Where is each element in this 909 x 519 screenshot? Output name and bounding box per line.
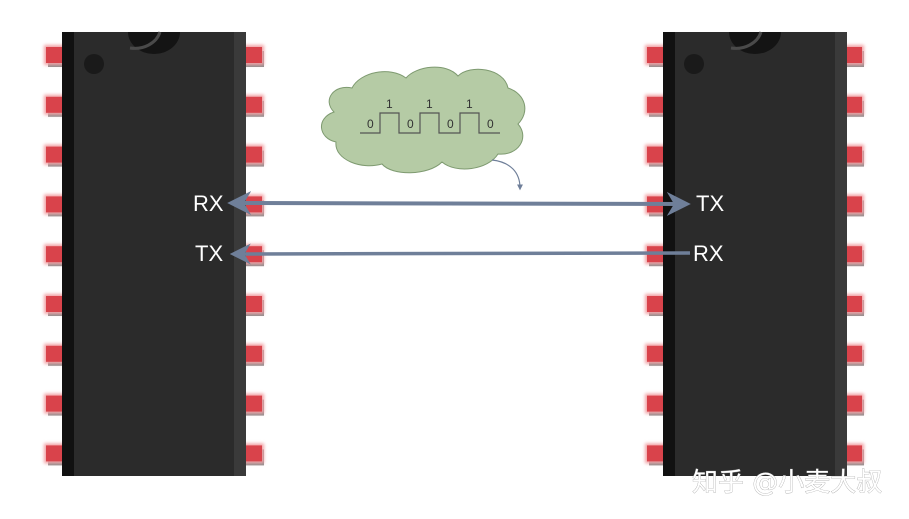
left-tx-label: TX — [195, 241, 223, 266]
bit-label-2: 1 — [386, 97, 393, 111]
left-chip-body — [74, 32, 234, 476]
bit-label-3: 0 — [407, 117, 414, 131]
right-chip: TX RX — [645, 31, 864, 476]
wire-right-rx-to-left-tx — [229, 243, 691, 265]
wires — [227, 191, 691, 265]
left-chip: RX TX — [44, 31, 264, 476]
right-tx-label: TX — [696, 191, 724, 216]
wire-left-rx-to-right-tx — [227, 191, 691, 216]
right-chip-side-shade-right — [835, 32, 847, 476]
bit-label-1: 0 — [367, 117, 374, 131]
left-chip-pin1-dot — [84, 54, 104, 74]
right-chip-body — [675, 32, 835, 476]
left-chip-side-shade-left — [62, 32, 74, 476]
left-chip-notch-highlight — [129, 31, 162, 50]
bit-label-5: 0 — [447, 117, 454, 131]
right-rx-label: RX — [693, 241, 724, 266]
bit-label-6: 1 — [466, 97, 473, 111]
right-chip-pin1-dot — [684, 54, 704, 74]
right-chip-notch-highlight — [730, 31, 763, 50]
watermark: 知乎 @小麦大叔 — [692, 468, 882, 498]
left-rx-label: RX — [193, 191, 224, 216]
bit-label-7: 0 — [487, 117, 494, 131]
cloud-shape — [321, 66, 526, 174]
cloud-waveform — [360, 112, 500, 134]
bit-label-4: 1 — [426, 97, 433, 111]
cloud-pointer-arrow — [491, 159, 523, 191]
